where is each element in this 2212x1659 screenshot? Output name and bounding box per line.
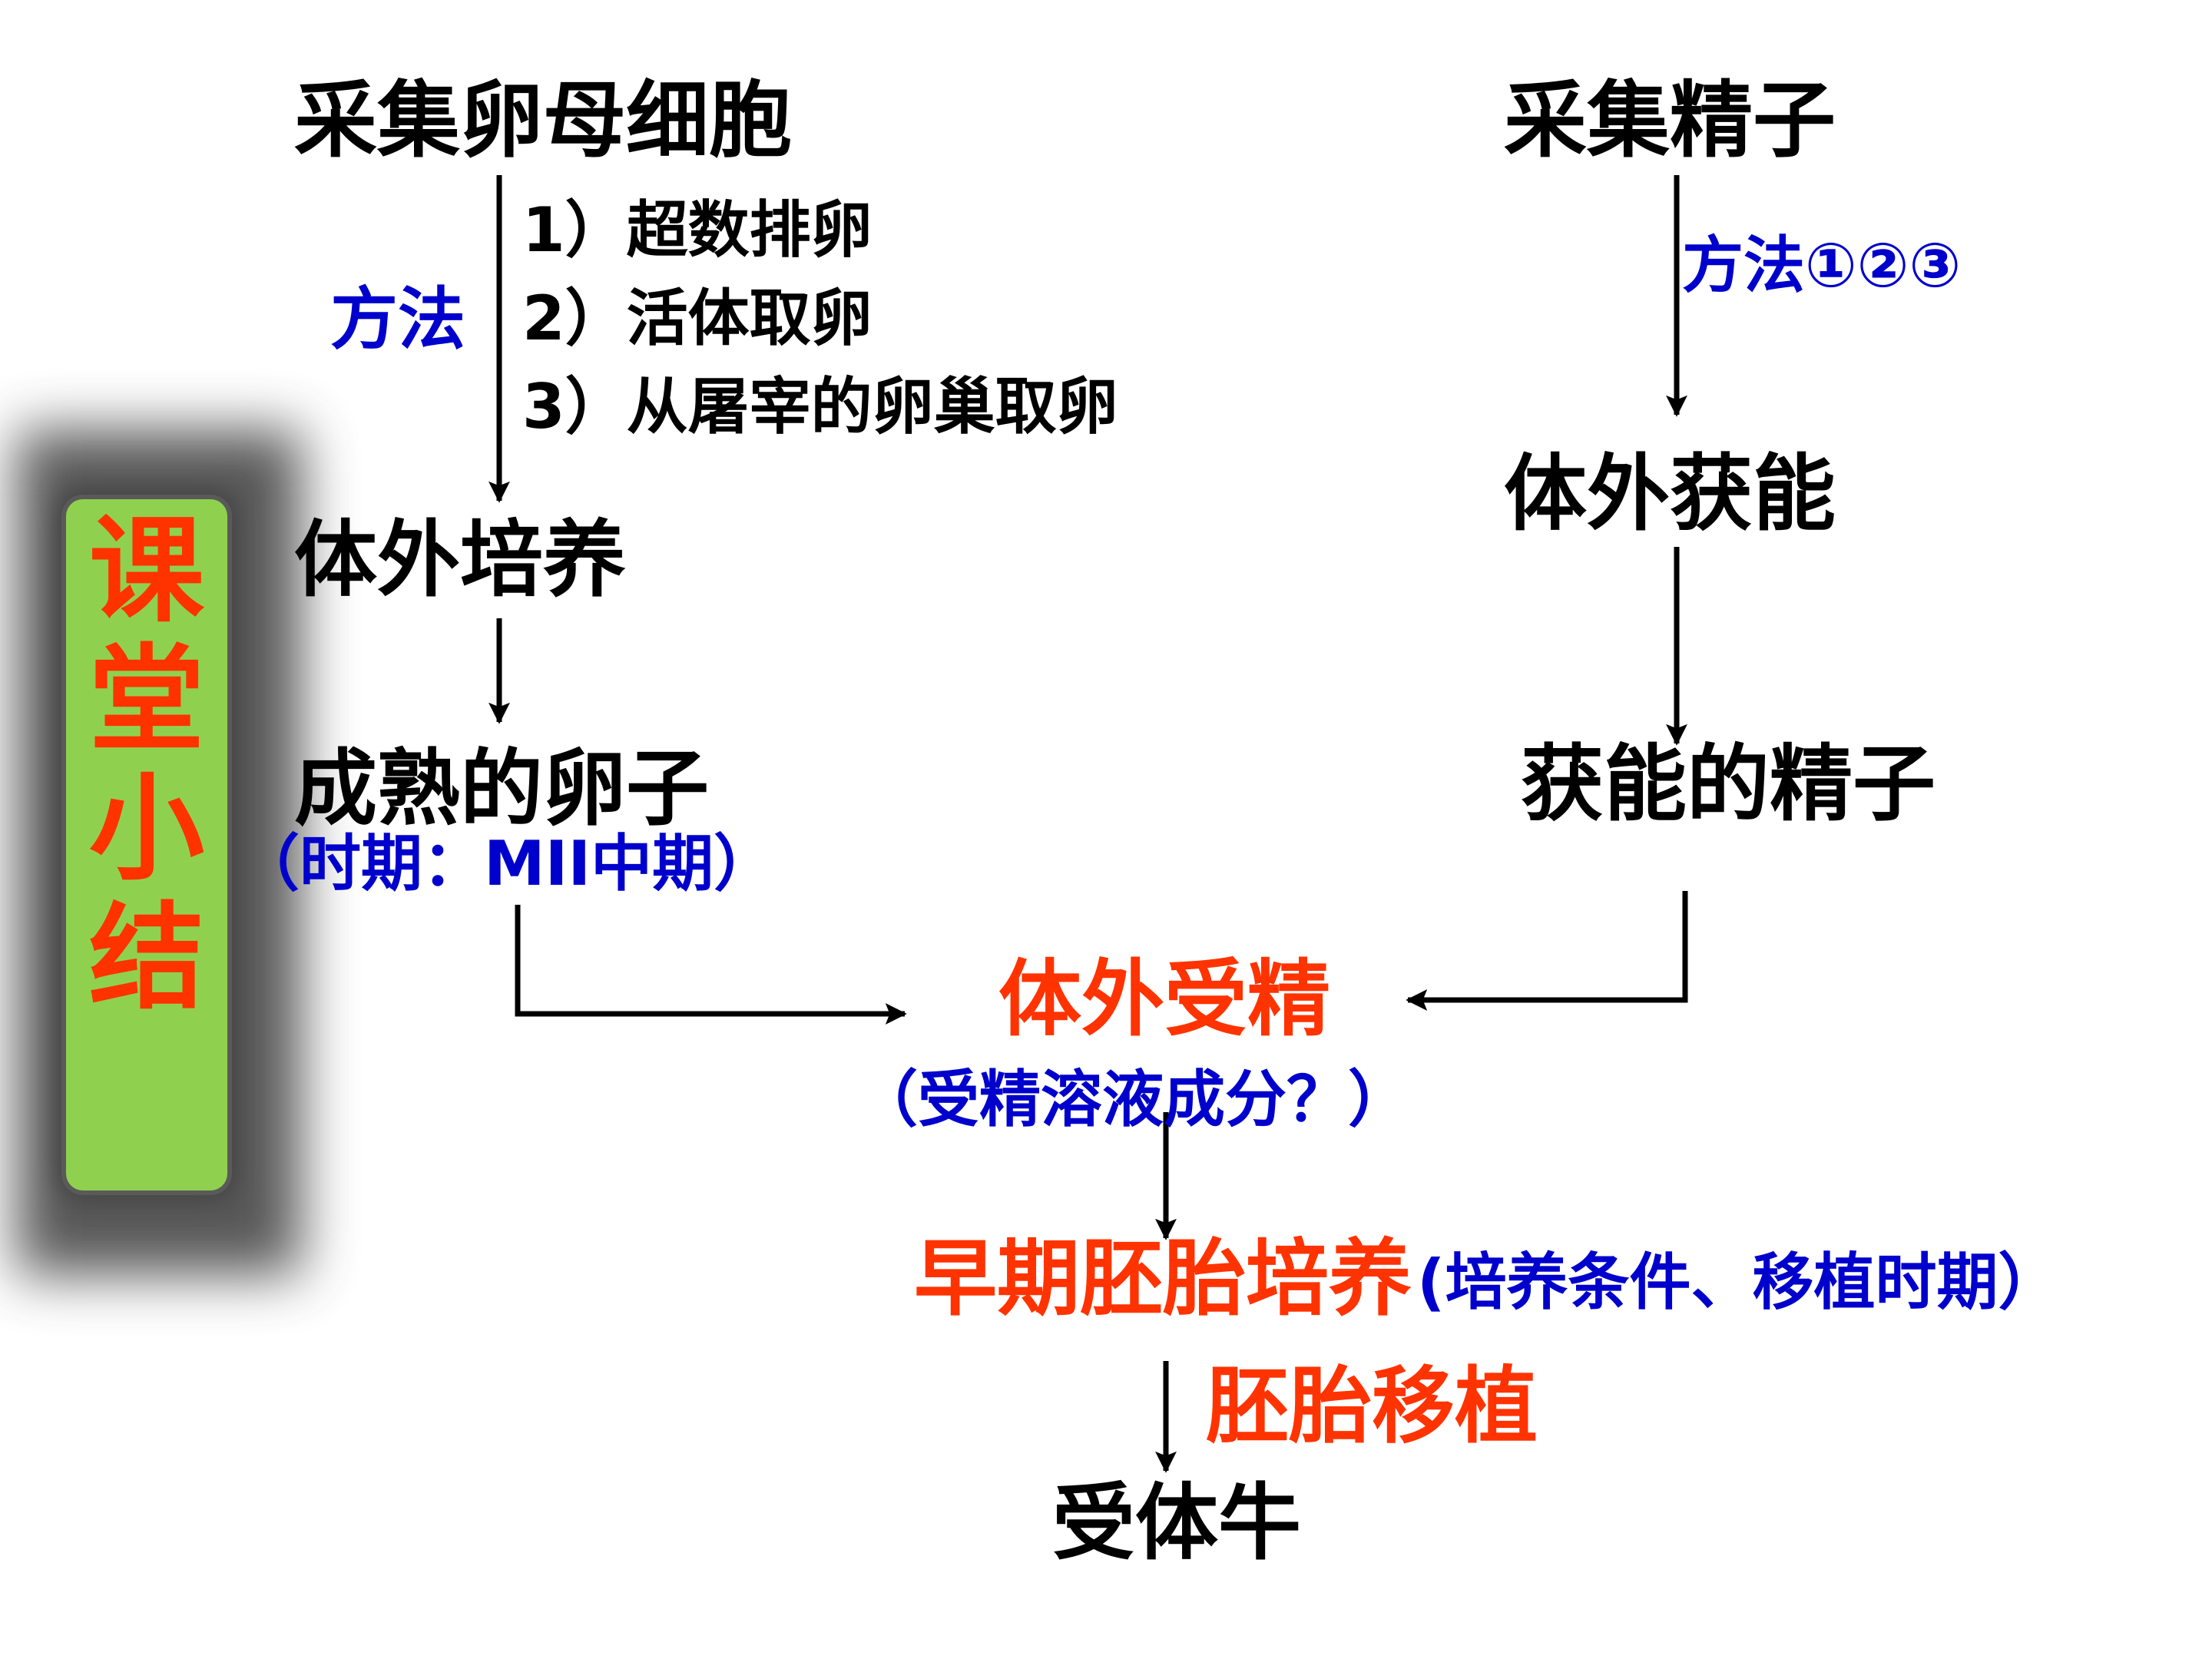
summary-side-card [66, 499, 227, 1190]
mature-egg-label: 成熟的卵子 [294, 741, 710, 837]
side-char-2: 堂 [88, 634, 204, 767]
egg-method-label: 方法 [330, 280, 466, 359]
side-char-4: 结 [88, 892, 204, 1025]
egg-period-note: （时期：MII中期） [238, 828, 776, 899]
capacitated-sperm-label: 获能的精子 [1521, 737, 1936, 833]
side-char-1: 课 [88, 505, 204, 638]
side-char-3: 小 [88, 763, 204, 896]
arrow-sperm-to-fertilization [1406, 891, 1688, 1011]
embryo-transfer-label: 胚胎移植 [1206, 1359, 1538, 1455]
capacitation-label: 体外获能 [1504, 446, 1836, 542]
summary-side-label: 课 堂 小 结 [66, 507, 227, 1023]
in-vitro-culture-label: 体外培养 [294, 512, 627, 608]
egg-method-2: 2）活体取卵 [522, 283, 873, 354]
egg-method-1: 1）超数排卵 [522, 194, 873, 266]
sperm-method-label: 方法①②③ [1682, 230, 1962, 301]
early-culture-note: (培养条件、移植时期） [1417, 1247, 2060, 1318]
egg-method-3: 3）从屠宰的卵巢取卵 [522, 371, 1118, 442]
arrow-egg-to-fertilization [515, 905, 907, 1025]
fertilization-note: （受精溶液成分？） [856, 1064, 1409, 1135]
collect-oocyte-label: 采集卵母细胞 [294, 73, 793, 169]
early-embryo-culture-label: 早期胚胎培养 [914, 1231, 1412, 1327]
collect-sperm-label: 采集精子 [1504, 73, 1836, 169]
recipient-cow-label: 受体牛 [1052, 1475, 1302, 1571]
fertilization-label: 体外受精 [998, 952, 1331, 1048]
